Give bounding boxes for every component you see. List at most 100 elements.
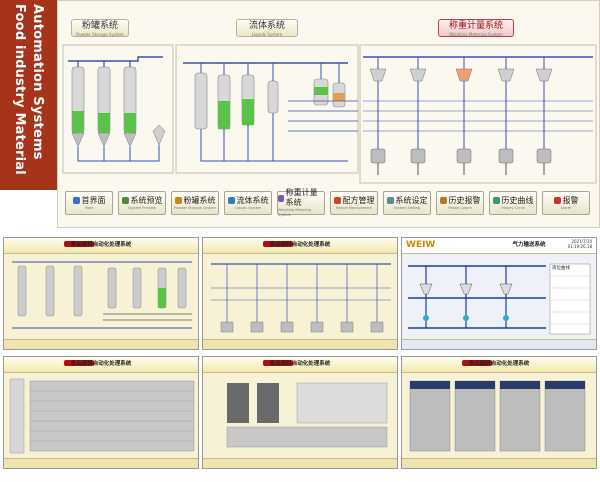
thumb-diagram <box>408 263 591 335</box>
logo <box>263 360 293 366</box>
thumb-title: 食品原料自动化处理系统 <box>468 361 530 367</box>
nav-label: 报警 <box>562 195 579 205</box>
thumb-footer <box>203 339 397 349</box>
nav-sub: System Setting <box>393 205 421 210</box>
thumb-body <box>207 258 393 336</box>
nav-sub: Liquids System <box>234 205 262 210</box>
thumb-footer <box>4 458 198 468</box>
scada-overview: 粉罐系统 Powder Storage System 流体系统 Liquids … <box>57 0 600 228</box>
nav-label: 称重计量系统 <box>285 188 318 207</box>
thumb-grid-panels <box>409 380 586 452</box>
process-diagram <box>62 44 597 184</box>
liquid-frame <box>175 44 359 174</box>
thumbnail-tanks[interactable]: 食品原料自动化处理系统 <box>3 237 199 350</box>
home-icon <box>72 197 80 204</box>
thumb-footer <box>4 339 198 349</box>
settings-icon <box>386 197 394 204</box>
side-panel-label: 液位曲线 <box>552 266 570 271</box>
thumb-body <box>8 258 194 336</box>
liquid-tanks <box>183 62 358 162</box>
thumb-title: 食品原料自动化处理系统 <box>269 242 331 248</box>
alarm-icon <box>553 197 561 204</box>
thumbnail-grid[interactable]: 食品原料自动化处理系统 <box>401 356 597 469</box>
brand-logo: WEIW <box>406 240 436 250</box>
banner-line-2: Automation Systems <box>30 4 45 160</box>
liquid-icon <box>227 197 235 204</box>
curve-icon <box>492 197 500 204</box>
nav-sub: Main <box>84 205 94 210</box>
section-sub: Powder Storage System <box>76 32 124 37</box>
thumbnail-table-2[interactable]: 食品原料自动化处理系统 <box>202 356 398 469</box>
history-alarm-icon <box>439 197 447 204</box>
thumb-footer <box>402 339 596 349</box>
thumb-title: 食品原料自动化处理系统 <box>70 361 132 367</box>
thumb-title: 食品原料自动化处理系统 <box>70 242 132 248</box>
powder-icon <box>174 197 182 204</box>
thumb-header: 食品原料自动化处理系统 <box>4 357 198 373</box>
weigh-hoppers <box>363 56 593 175</box>
thumbnail-pipes[interactable]: 食品原料自动化处理系统 <box>202 237 398 350</box>
nav-sub: History Alarm <box>448 205 472 210</box>
logo <box>462 360 492 366</box>
nav-sub: Recipe Management <box>336 205 372 210</box>
thumb-table <box>9 378 195 454</box>
section-sub: Weighing Metering System <box>449 32 503 37</box>
time: 01:19:26.18 <box>567 244 592 249</box>
nav-sub: Alarm <box>560 205 572 210</box>
thumb-title: 食品原料自动化处理系统 <box>269 361 331 367</box>
thumb-header: 食品原料自动化处理系统 <box>4 238 198 254</box>
nav-label: 系统预览 <box>130 195 163 205</box>
section-sub: Liquids System <box>251 32 283 37</box>
nav-label: 首界面 <box>81 195 106 205</box>
logo <box>64 241 94 247</box>
powder-tanks <box>68 56 166 162</box>
recipe-icon <box>333 197 341 204</box>
nav-label: 历史曲线 <box>501 195 534 205</box>
weigh-frame <box>359 44 597 184</box>
nav-sub: Weighing Metering System <box>278 208 311 217</box>
section-label: 流体系统 <box>248 21 285 31</box>
section-title-weigh[interactable]: 称重计量系统 Weighing Metering System <box>438 19 514 37</box>
thumb-diagram <box>211 263 391 333</box>
section-title-liquid[interactable]: 流体系统 Liquids System <box>236 19 298 37</box>
preview-icon <box>121 197 129 204</box>
nav-sub: History Curve <box>501 205 525 210</box>
thumb-body: 液位曲线 <box>406 258 592 336</box>
section-label: 粉罐系统 <box>81 21 118 31</box>
section-label: 称重计量系统 <box>448 21 503 31</box>
thumb-header: 食品原料自动化处理系统 <box>203 357 397 373</box>
nav-label: 配方管理 <box>342 195 375 205</box>
thumb-footer <box>203 458 397 468</box>
section-title-powder[interactable]: 粉罐系统 Powder Storage System <box>71 19 129 37</box>
thumb-header: 食品原料自动化处理系统 <box>402 357 596 373</box>
date: 2021/7/10 <box>571 239 592 244</box>
thumb-diagram <box>12 261 192 329</box>
thumbnail-table-1[interactable]: 食品原料自动化处理系统 <box>3 356 199 469</box>
logo <box>64 360 94 366</box>
banner-text: Food industry Material Automation System… <box>3 4 54 186</box>
nav-label: 粉罐系统 <box>183 195 216 205</box>
nav-label: 历史报警 <box>448 195 481 205</box>
brand-banner: Food industry Material Automation System… <box>0 0 57 190</box>
thumb-footer <box>402 458 596 468</box>
nav-label: 系统设定 <box>395 195 428 205</box>
powder-frame <box>62 44 174 174</box>
thumb-body <box>8 377 195 455</box>
thumb-header: 食品原料自动化处理系统 <box>203 238 397 254</box>
nav-sub: Powder Storage System <box>174 205 216 210</box>
